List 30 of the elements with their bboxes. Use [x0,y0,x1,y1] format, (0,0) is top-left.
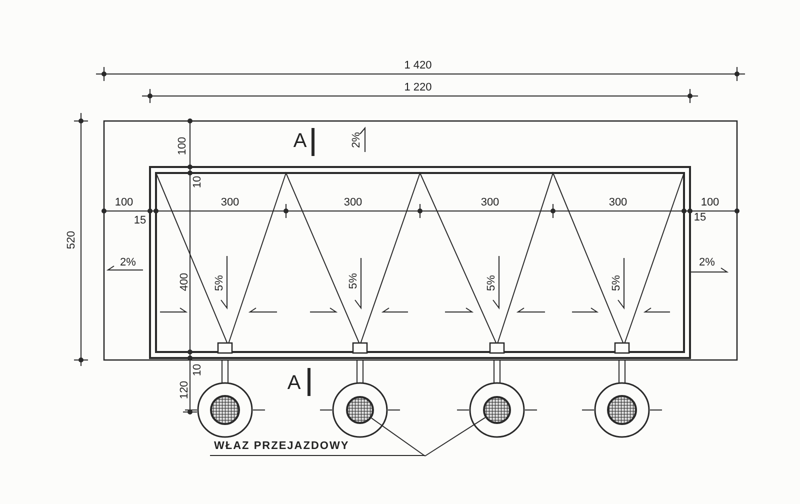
dimension-value: 10 [192,364,204,376]
dimension-value: 15 [134,216,146,226]
dimension-value: 10 [192,176,204,188]
dimension-value: 520 [66,230,78,250]
leader-line [424,417,486,456]
manhole-cover [346,396,374,424]
manhole-cover [483,396,511,424]
leader-line [370,418,426,456]
dimension-value: 1 420 [404,60,432,72]
callout-label: WŁAZ PRZEJAZDOWY [210,439,425,456]
dimension-value: 100 [700,198,720,208]
slope-value: 5% [486,275,498,291]
dimension-value: 1 220 [404,82,432,94]
dimension-value: 100 [114,198,134,208]
dimension-value: 300 [220,198,240,208]
dimension-value: 400 [180,272,190,292]
slope-value: 5% [214,275,226,291]
slope-value: 2% [120,258,136,268]
slope-value: 5% [612,275,622,291]
dimension-value: 300 [480,198,500,208]
dimension-value: 15 [694,212,706,224]
slope-value: 2% [352,132,362,148]
section-mark-letter: A [287,373,301,393]
section-mark-letter: A [293,131,307,151]
slope-value: 5% [348,273,360,289]
dimension-value: 120 [180,380,190,400]
slope-value: 2% [699,258,715,268]
dimension-value: 300 [608,198,628,208]
dimension-value: 300 [344,198,362,208]
dimension-value: 100 [178,136,188,156]
